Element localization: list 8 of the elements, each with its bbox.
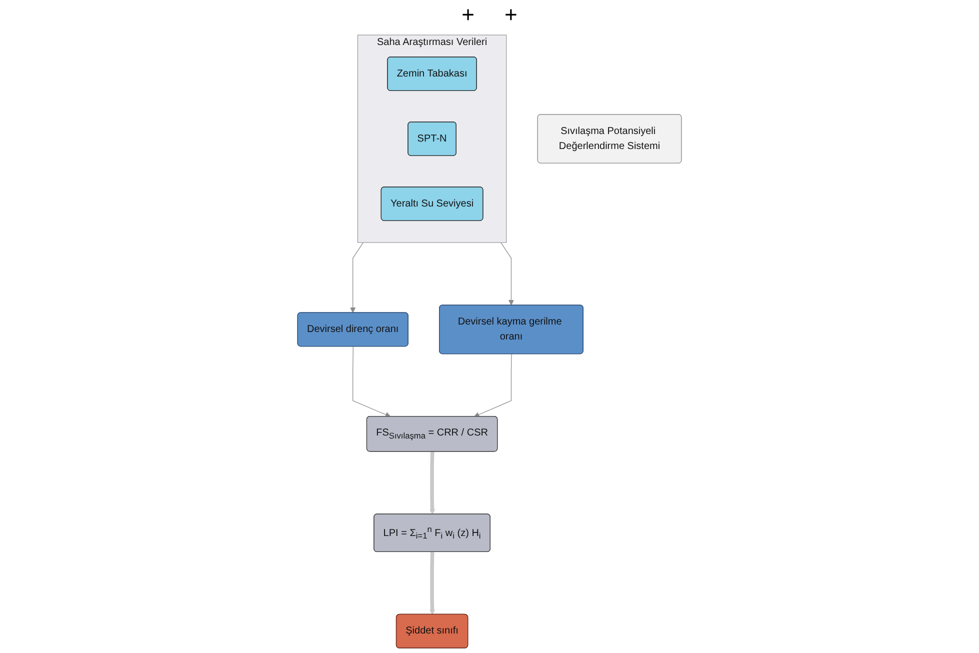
- plus-sign: +: [462, 2, 474, 28]
- arrow: [500, 242, 514, 306]
- arrow: [430, 552, 435, 615]
- arrow: [430, 452, 435, 514]
- arrow: [350, 242, 364, 313]
- plus-sign: +: [504, 2, 518, 28]
- arrow: [474, 354, 512, 418]
- arrow: [352, 346, 391, 418]
